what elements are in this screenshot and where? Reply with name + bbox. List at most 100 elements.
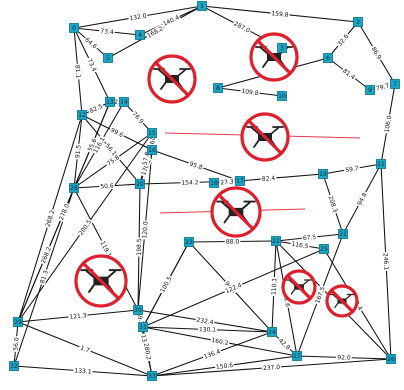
node-17[interactable]: 17 (235, 176, 245, 186)
node-10[interactable]: 10 (277, 91, 287, 101)
node-14[interactable]: 14 (119, 97, 129, 107)
node-label: 19 (319, 171, 327, 178)
node-7[interactable]: 7 (390, 79, 400, 89)
node-11[interactable]: 11 (376, 159, 386, 169)
svg-text:106.0: 106.0 (384, 115, 394, 133)
node-label: 20 (136, 181, 144, 188)
edge-label: 237.0 (261, 363, 282, 372)
svg-text:79.7: 79.7 (375, 82, 390, 92)
node-16[interactable]: 16 (147, 145, 157, 155)
edge-label: 67.5 (301, 233, 318, 242)
node-15[interactable]: 15 (147, 128, 157, 138)
edge-label: 1.7 (78, 343, 93, 355)
svg-text:73.4: 73.4 (100, 28, 114, 36)
svg-text:168.2: 168.2 (146, 25, 165, 40)
svg-text:100.5: 100.5 (159, 275, 173, 294)
edge-label: 73.4 (85, 56, 99, 74)
node-label: 23 (185, 239, 193, 246)
svg-text:55.6: 55.6 (87, 138, 99, 153)
edge-label: 132.0 (128, 11, 148, 22)
node-30[interactable]: 30 (133, 305, 143, 315)
svg-text:121.3: 121.3 (69, 312, 87, 321)
node-label: 26 (387, 356, 395, 363)
node-label: 7 (393, 81, 397, 88)
svg-text:179.8: 179.8 (148, 133, 155, 150)
edge-label: 280.2 (142, 341, 153, 362)
node-24[interactable]: 24 (267, 327, 277, 337)
svg-text:57.8: 57.8 (142, 151, 152, 166)
svg-text:278.0: 278.0 (58, 203, 71, 222)
edge-label: 200.5 (76, 217, 94, 238)
node-label: 27 (293, 353, 301, 360)
edge-label: 73.4 (98, 27, 116, 36)
node-1[interactable]: 1 (197, 1, 207, 11)
node-3[interactable]: 3 (277, 43, 287, 53)
node-32[interactable]: 32 (9, 361, 19, 371)
edge-label: 27.3 (218, 177, 236, 187)
edge-label: 81.3 (38, 268, 50, 286)
node-label: 22 (272, 238, 280, 245)
node-8[interactable]: 8 (213, 83, 223, 93)
node-20[interactable]: 20 (135, 179, 145, 189)
node-label: 1 (200, 3, 204, 10)
node-2[interactable]: 2 (353, 17, 363, 27)
svg-text:22.9: 22.9 (110, 99, 124, 106)
svg-text:136.4: 136.4 (203, 348, 222, 361)
edge-label: 140.4 (160, 13, 182, 28)
no-drone-zone-icon (249, 32, 299, 82)
svg-text:200.5: 200.5 (78, 219, 94, 237)
node-28[interactable]: 28 (69, 183, 79, 193)
edge-label: 79.7 (374, 81, 391, 92)
no-drone-zone-icon (74, 254, 128, 308)
svg-text:91.5: 91.5 (74, 144, 82, 158)
svg-text:81.1: 81.1 (73, 65, 81, 79)
node-label: 18 (210, 180, 218, 187)
svg-text:198.5: 198.5 (136, 238, 143, 255)
node-0[interactable]: 0 (69, 23, 79, 33)
node-25[interactable]: 25 (319, 244, 329, 254)
svg-text:109.8: 109.8 (241, 88, 259, 97)
node-12[interactable]: 12 (77, 110, 87, 120)
node-22[interactable]: 22 (271, 236, 281, 246)
edge-label: 92.0 (336, 353, 352, 362)
svg-text:130.1: 130.1 (199, 326, 217, 334)
svg-text:27.3: 27.3 (220, 178, 234, 186)
svg-text:92.0: 92.0 (337, 354, 351, 361)
node-4[interactable]: 4 (135, 30, 145, 40)
node-label: 0 (72, 25, 76, 32)
edge-label: 268.2 (43, 208, 56, 229)
node-label: 17 (236, 178, 244, 185)
svg-text:154.2: 154.2 (181, 179, 199, 187)
node-5[interactable]: 5 (103, 53, 113, 63)
edge-label: 109.8 (240, 87, 260, 97)
node-21[interactable]: 21 (338, 229, 348, 239)
node-31[interactable]: 31 (138, 322, 148, 332)
edge-label: 59.7 (343, 164, 361, 174)
node-19[interactable]: 19 (318, 169, 328, 179)
node-27[interactable]: 27 (292, 351, 302, 361)
edge-label: 81.1 (73, 63, 83, 80)
node-label: 10 (278, 93, 286, 100)
edge-label: 106.0 (382, 114, 394, 134)
edge-label: 133.1 (73, 366, 93, 376)
edge-label: 100.5 (158, 274, 174, 295)
node-18[interactable]: 18 (209, 178, 219, 188)
node-33[interactable]: 33 (147, 371, 157, 381)
node-29[interactable]: 29 (13, 317, 23, 327)
node-26[interactable]: 26 (386, 354, 396, 364)
node-23[interactable]: 23 (184, 237, 194, 247)
node-13[interactable]: 13 (105, 97, 115, 107)
node-label: 30 (134, 307, 142, 314)
node-9[interactable]: 9 (365, 85, 375, 95)
svg-text:280.2: 280.2 (142, 343, 152, 361)
node-label: 16 (148, 147, 156, 154)
svg-text:246.1: 246.1 (382, 253, 390, 271)
svg-text:208.3: 208.3 (326, 195, 338, 214)
edge-label: 121.3 (68, 311, 88, 321)
node-label: 29 (14, 319, 22, 326)
node-label: 12 (78, 112, 86, 119)
svg-text:69.1: 69.1 (135, 311, 146, 326)
node-6[interactable]: 6 (323, 53, 333, 63)
